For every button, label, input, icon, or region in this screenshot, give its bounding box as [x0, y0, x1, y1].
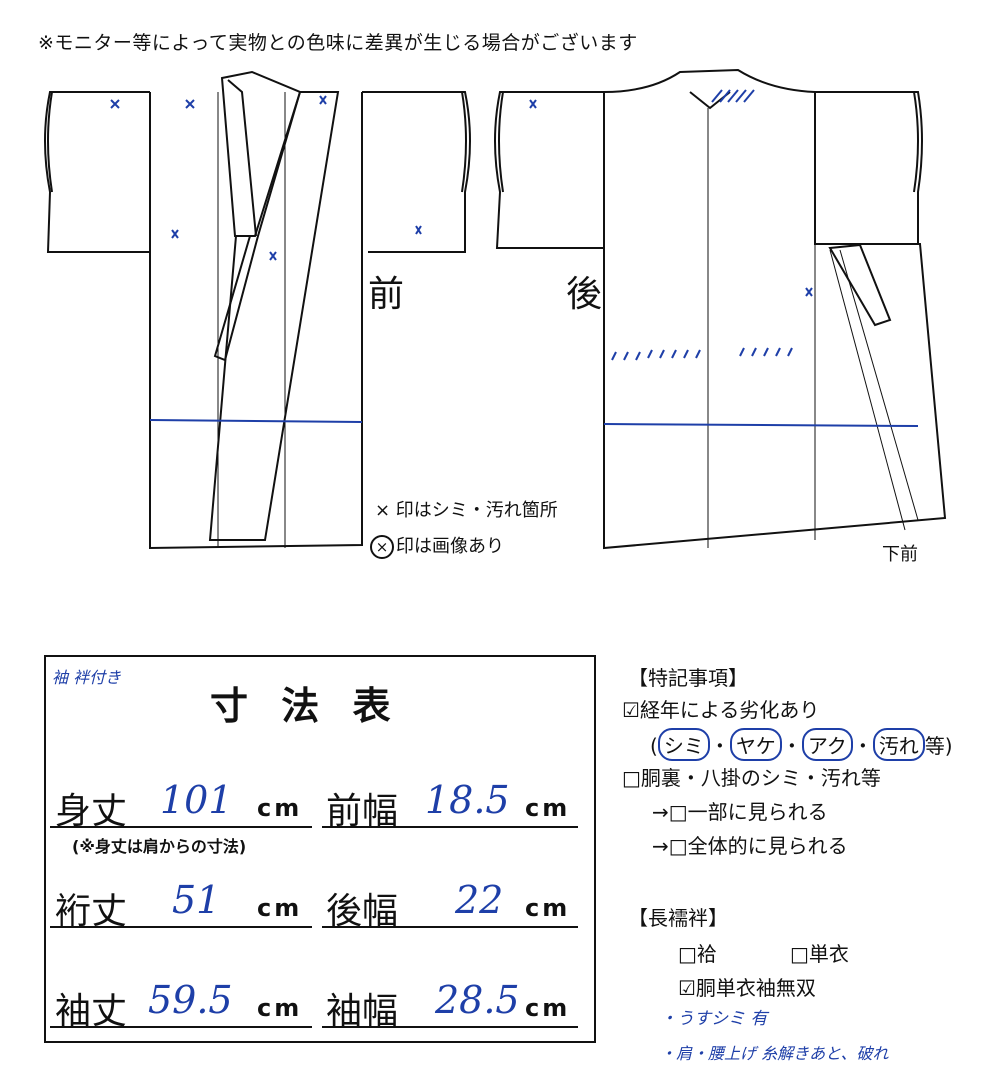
- shitamae-label: 下前: [882, 544, 918, 565]
- underline: [322, 1026, 578, 1028]
- back-label: 後: [566, 274, 603, 315]
- special-line1: ☑経年による劣化あり: [622, 698, 820, 722]
- value-mitake: 101: [160, 778, 233, 822]
- label-sodetake: 袖丈: [55, 991, 128, 1032]
- label-maehaba: 前幅: [326, 791, 399, 832]
- special-line3: →□一部に見られる: [652, 800, 828, 824]
- unit: cm: [525, 894, 571, 922]
- color-disclaimer: ※モニター等によって実物との色味に差異が生じる場合がございます: [38, 32, 638, 54]
- special-header: 【特記事項】: [628, 666, 748, 690]
- underline: [322, 826, 578, 828]
- nagajuban-header: 【長襦袢】: [628, 906, 728, 930]
- front-kimono-outline: [44, 70, 471, 550]
- underline: [50, 1026, 312, 1028]
- tag-yake: ヤケ: [729, 728, 782, 761]
- back-measure-line: [603, 423, 919, 427]
- front-measure-line: [149, 419, 363, 423]
- legend-x-mark: × 印はシミ・汚れ箇所: [375, 500, 558, 521]
- tag-yogore: 汚れ: [872, 728, 925, 761]
- handwritten-note-top: 袖 袢付き: [52, 668, 122, 687]
- unit: cm: [257, 794, 303, 822]
- value-sodetake: 59.5: [148, 978, 233, 1022]
- handwritten-note-1: ・うすシミ 有: [660, 1009, 768, 1029]
- underline: [50, 926, 312, 928]
- unit: cm: [257, 894, 303, 922]
- table-title: 寸 法 表: [210, 684, 401, 728]
- back-kimono-outline: [494, 68, 947, 550]
- value-yukitake: 51: [172, 878, 221, 922]
- label-yukitake: 裄丈: [55, 891, 128, 932]
- underline: [50, 826, 312, 828]
- front-label: 前: [368, 274, 405, 315]
- value-maehaba: 18.5: [425, 778, 510, 822]
- unit: cm: [257, 994, 303, 1022]
- special-line2: □胴裏・八掛のシミ・汚れ等: [622, 766, 881, 790]
- handwritten-note-2: ・肩・腰上げ 糸解きあと、破れ: [660, 1044, 889, 1063]
- value-sodehaba: 28.5: [435, 978, 520, 1022]
- legend-circle-mark: ×印は画像あり: [370, 532, 504, 559]
- unit: cm: [525, 994, 571, 1022]
- special-tags: (シミ・ヤケ・アク・汚れ等): [650, 728, 953, 761]
- measurement-table: [44, 655, 596, 1043]
- circled-x-icon: ×: [370, 535, 394, 559]
- tag-aku: アク: [801, 728, 853, 761]
- underline: [322, 926, 578, 928]
- tag-shimi: シミ: [657, 728, 710, 761]
- nagajuban-opt-awase: □袷: [678, 942, 717, 966]
- label-mitake: 身丈: [55, 791, 128, 832]
- mitake-note: (※身丈は肩からの寸法): [72, 837, 247, 856]
- nagajuban-opt-hitoe: □単衣: [790, 942, 849, 966]
- label-ushirohaba: 後幅: [326, 891, 399, 932]
- nagajuban-opt-dou: ☑胴単衣袖無双: [678, 976, 816, 1000]
- value-ushirohaba: 22: [455, 878, 504, 922]
- unit: cm: [525, 794, 571, 822]
- label-sodehaba: 袖幅: [326, 991, 399, 1032]
- special-line4: →□全体的に見られる: [652, 834, 848, 858]
- stain-hatching: [611, 89, 793, 361]
- kimono-diagram: [44, 68, 947, 550]
- stain-x-marks: [110, 95, 813, 297]
- checkbox-checked: ☑: [622, 698, 640, 722]
